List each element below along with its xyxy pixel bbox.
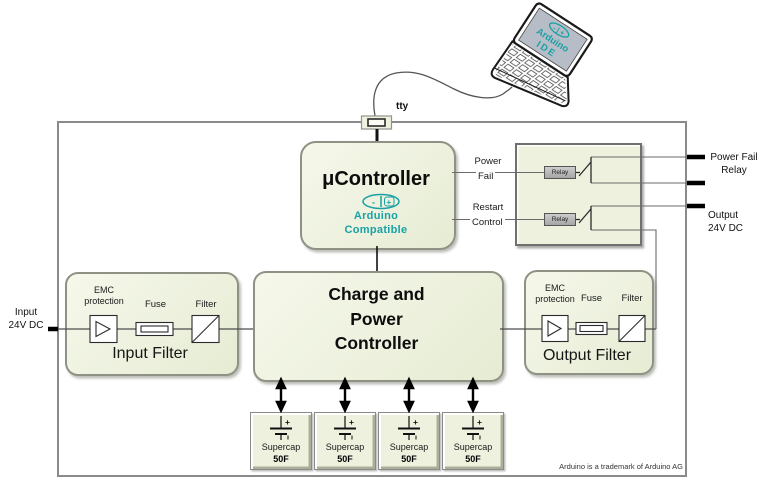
supercap4-name: Supercap bbox=[453, 442, 493, 452]
relay-unit-block bbox=[515, 143, 642, 246]
laptop-icon: - | + Arduino IDE bbox=[490, 2, 593, 108]
terminal-input-label: Input 24V DC bbox=[3, 306, 49, 332]
supercap1-name: Supercap bbox=[261, 442, 301, 452]
tty-label: tty bbox=[396, 101, 409, 112]
ucontroller-title: μController bbox=[322, 168, 430, 190]
output-fuse-label: Fuse bbox=[580, 293, 603, 304]
terminal-power-fail-relay-label: Power Fail Relay bbox=[701, 151, 767, 177]
terminal-pfr-line1: Power Fail bbox=[710, 152, 758, 163]
supercap2-value: 50F bbox=[337, 454, 353, 464]
power-fail-label-line1: Power bbox=[474, 156, 502, 167]
terminal-pfr-line2: Relay bbox=[721, 165, 747, 176]
input-fuse-label: Fuse bbox=[144, 299, 167, 310]
terminal-input-line1: Input bbox=[14, 307, 38, 318]
output-emc-line2: protection bbox=[535, 293, 575, 304]
terminal-input-line2: 24V DC bbox=[8, 320, 44, 331]
terminal-output-line2: 24V DC bbox=[708, 223, 744, 234]
output-filter-label: Filter bbox=[621, 293, 643, 304]
trademark-footnote: Arduino is a trademark of Arduino AG bbox=[559, 462, 683, 471]
output-emc-label: EMC protection bbox=[528, 283, 582, 304]
restart-label-line2: Control bbox=[470, 216, 505, 228]
supercap3-name: Supercap bbox=[389, 442, 429, 452]
restart-label-line1: Restart bbox=[472, 202, 504, 213]
input-filter-label: Filter bbox=[195, 299, 217, 310]
laptop-screen-text: - | + Arduino IDE bbox=[534, 22, 571, 60]
charge-line2: Power bbox=[350, 308, 403, 329]
output-filter-title: Output Filter bbox=[542, 347, 632, 364]
input-filter-title: Input Filter bbox=[112, 345, 188, 362]
relay1-chip: Relay bbox=[544, 166, 576, 179]
usb-cable bbox=[373, 71, 513, 117]
charge-block-title: Charge and Power Controller bbox=[253, 282, 500, 356]
relay2-chip: Relay bbox=[544, 213, 576, 226]
input-emc-label: EMC protection bbox=[77, 285, 131, 306]
power-fail-label-line2: Fail bbox=[476, 170, 496, 182]
charge-power-controller-block bbox=[253, 271, 504, 382]
terminal-output-line1: Output bbox=[708, 210, 739, 221]
svg-text:Arduino: Arduino bbox=[534, 26, 571, 55]
supercap3-value: 50F bbox=[401, 454, 417, 464]
svg-text:IDE: IDE bbox=[534, 39, 558, 60]
charge-line1: Charge and bbox=[328, 284, 425, 304]
output-emc-line1: EMC bbox=[545, 283, 565, 293]
terminal-output-label: Output 24V DC bbox=[708, 209, 743, 235]
input-emc-line1: EMC bbox=[94, 285, 114, 295]
arduino-brand-line2: Compatible bbox=[344, 223, 408, 236]
charge-line3: Controller bbox=[334, 333, 419, 353]
svg-text:- | +: - | + bbox=[551, 25, 565, 38]
supercap4-value: 50F bbox=[465, 454, 481, 464]
supercap2-name: Supercap bbox=[325, 442, 365, 452]
supercap1-value: 50F bbox=[273, 454, 289, 464]
arduino-brand-line1: Arduino bbox=[353, 210, 399, 222]
input-emc-line2: protection bbox=[84, 295, 124, 306]
